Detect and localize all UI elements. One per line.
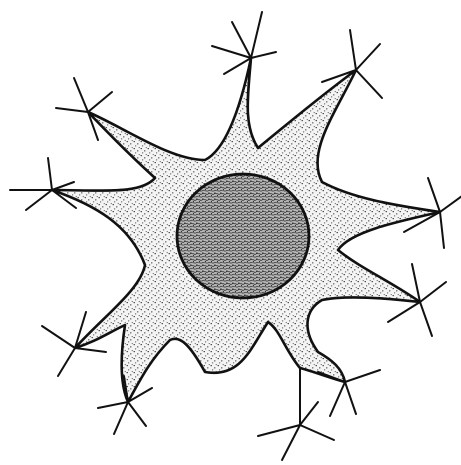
nucleus <box>177 174 309 298</box>
process-tip-bottom <box>258 368 334 460</box>
process-tip-left-lower <box>42 312 106 376</box>
process-tip-left <box>10 158 76 210</box>
process-tip-upper-left <box>56 78 112 140</box>
process-tip-bottom-left <box>98 376 152 434</box>
process-tip-top <box>212 12 276 74</box>
